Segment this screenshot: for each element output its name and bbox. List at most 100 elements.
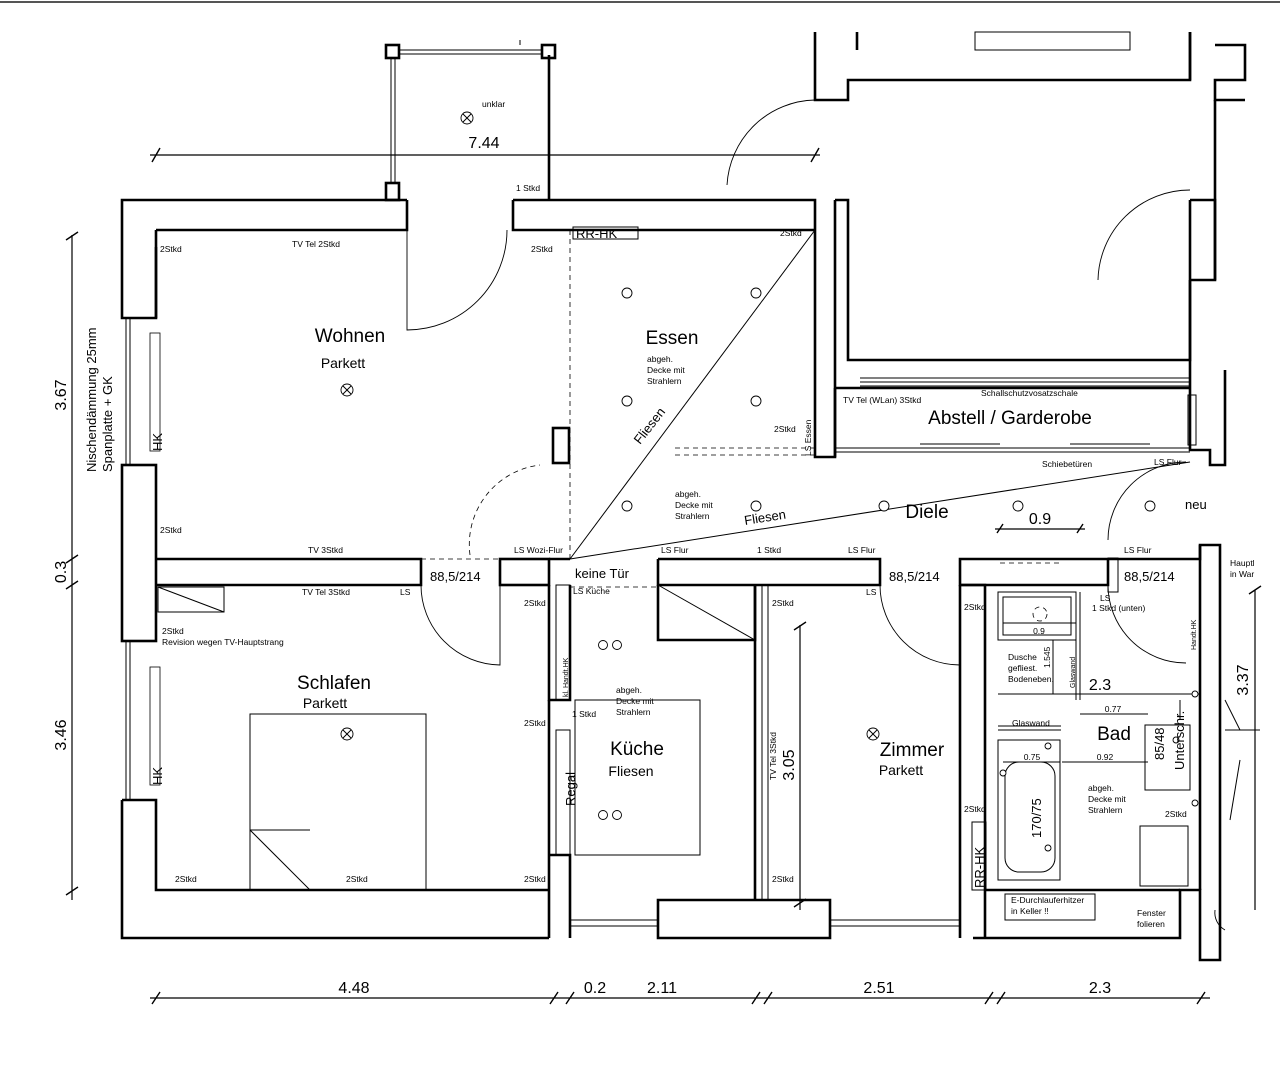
room-bad: Bad [1097,724,1131,745]
bad-note-1: abgeh. [1088,783,1114,793]
dim-tub: 170/75 [1029,798,1044,838]
room-kueche: Küche [610,739,664,760]
essen-note-3: Strahlern [647,376,682,386]
dim-right: 3.37 [1235,664,1252,695]
regal: Regal [563,772,578,806]
room-wohnen: Wohnen [315,326,385,347]
dim-shower-09: 0.9 [1033,626,1045,636]
label-ls-zimmer: LS [866,587,877,597]
floor-kueche: Fliesen [608,763,653,779]
label-tv-tel-3: TV Tel 3Stkd [302,587,350,597]
label-2stkd-essen-tr: 2Stkd [780,228,802,238]
dim-top: 7.44 [468,135,499,152]
label-2stkd-essen-br: 2Stkd [774,424,796,434]
dim-diele-09: 0.9 [1029,511,1051,528]
dim-bad-8548: 85/48 [1152,727,1167,760]
label-nisch-2: Spanplatte + GK [100,376,115,472]
label-2stkd-schlaf-br: 2Stkd [524,874,546,884]
label-fenster-2: folieren [1137,919,1165,929]
room-zimmer: Zimmer [880,740,945,761]
label-2stkd-schlaf-bl: 2Stkd [175,874,197,884]
label-unterschr: Unterschr. [1172,711,1187,770]
label-ls-wozi-flur: LS Wozi-Flur [514,545,563,555]
text-layer: Wohnen Parkett Essen abgeh. Decke mit St… [53,99,1255,997]
dim-bad-077: 0.77 [1105,704,1122,714]
doors [406,99,1226,931]
label-neu: neu [1185,497,1207,512]
label-ls-bad: LS [1100,593,1111,603]
label-handt-hk: Handt.HK [1191,619,1198,650]
lamp-icon [866,727,880,741]
label-tv-3: TV 3Stkd [308,545,343,555]
dusche-1: Dusche [1008,652,1037,662]
dim-bottom-4: 2.51 [863,980,894,997]
label-1stkd-top: 1 Stkd [516,183,540,193]
label-2stkd-wohnen-bl: 2Stkd [160,525,182,535]
diele-note-1: abgeh. [675,489,701,499]
dim-bottom-1: 4.48 [338,980,369,997]
label-e-durch-2: in Keller !! [1011,906,1049,916]
label-2stkd-zimmer-r2: 2Stkd [964,804,986,814]
kueche-note-1: abgeh. [616,685,642,695]
label-nisch-1: Nischendämmung 25mm [84,327,99,472]
lamp-icon [340,727,354,741]
label-1stkd-flur: 1 Stkd [757,545,781,555]
dim-bottom-5: 2.3 [1089,980,1111,997]
room-abstell: Abstell / Garderobe [928,408,1092,429]
floor-wohnen: Parkett [321,355,365,371]
diele-note-2: Decke mit [675,500,713,510]
label-2stkd-schlaf-tr: 2Stkd [524,598,546,608]
label-ls-essen: LS Essen [803,419,813,456]
label-tv-tel-3-v: TV Tel 3Stkd [768,732,778,780]
lamps [340,111,1199,820]
dim-shower-1545: 1.545 [1042,646,1052,668]
dim-left-upper: 3.67 [53,379,70,410]
dusche-3: Bodeneben. [1008,674,1054,684]
label-schiebe: Schiebetüren [1042,459,1092,469]
windows [125,318,960,927]
label-revision: Revision wegen TV-Hauptstrang [162,637,284,647]
fixtures [157,226,1096,921]
room-essen: Essen [646,328,699,349]
lamp-icon [340,383,354,397]
label-2stkd-zimmer-tl: 2Stkd [772,598,794,608]
dim-bad-092: 0.92 [1097,752,1114,762]
label-hauptl: Hauptl [1230,558,1255,568]
fliesen-diag: Fliesen [631,405,669,447]
walls [120,31,1247,962]
room-diele: Diele [905,502,948,523]
label-ls-schlaf: LS [400,587,411,597]
label-kl-handt-hk: kl. Handt.HK [563,657,570,697]
label-rr-hk-zimmer: RR-HK [972,847,987,888]
label-2stkd-zimmer-bl: 2Stkd [772,874,794,884]
label-1stkd-kueche: 1 Stkd [572,709,596,719]
label-ls-kueche: LS Küche [573,586,610,596]
door-size-bad: 88,5/214 [1124,569,1175,584]
dim-bad-075: 0.75 [1024,752,1041,762]
label-2stkd-bad: 2Stkd [1165,809,1187,819]
dim-left-lower: 3.46 [53,719,70,750]
label-2stkd-schlaf-r: 2Stkd [524,718,546,728]
label-unklar: unklar [482,99,505,109]
label-ls-flur-4: LS Flur [1124,545,1152,555]
label-2stkd-zimmer-r1: 2Stkd [964,602,986,612]
label-fenster-1: Fenster [1137,908,1166,918]
label-ls-flur-3: LS Flur [1154,457,1182,467]
label-e-durch-1: E-Durchlauferhitzer [1011,895,1084,905]
kueche-note-3: Strahlern [616,707,651,717]
lamp-icon [460,111,474,125]
label-glaswand-v: Glaswand [1070,657,1077,688]
label-hk-left-top: HK [150,433,165,451]
label-schallschutz: Schallschutzvosatzschale [981,388,1078,398]
dim-bottom-2: 0.2 [584,980,606,997]
bad-note-2: Decke mit [1088,794,1126,804]
dimensions [65,147,1262,1005]
essen-note-2: Decke mit [647,365,685,375]
door-size-schlafen: 88,5/214 [430,569,481,584]
room-schlafen: Schlafen [297,673,371,694]
guide-lines [421,229,1191,622]
label-glaswand-h: Glaswand [1012,718,1050,728]
dusche-2: gefliest. [1008,663,1037,673]
floor-schlafen: Parkett [303,695,347,711]
